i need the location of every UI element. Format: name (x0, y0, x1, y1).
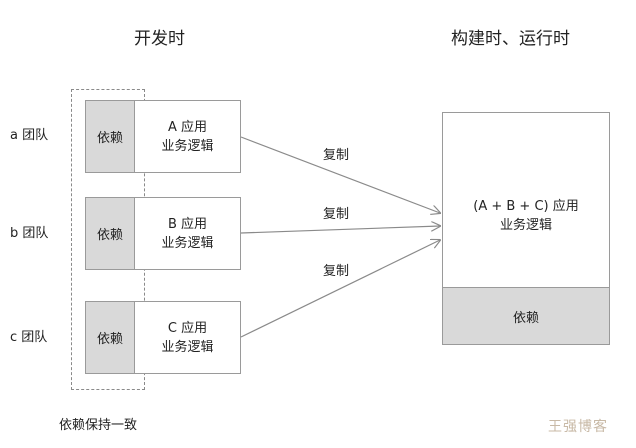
team-c-app-name: C 应用 (167, 320, 208, 336)
team-b-app-box: 依赖 B 应用 业务逻辑 (85, 197, 241, 270)
team-a-app-text: A 应用 业务逻辑 (135, 101, 240, 172)
team-a-dependency-cell: 依赖 (86, 101, 135, 172)
team-a-business-logic: 业务逻辑 (161, 138, 214, 154)
build-run-time-heading: 构建时、运行时 (451, 29, 570, 49)
dependency-consistency-caption: 依赖保持一致 (59, 418, 138, 433)
copy-label-b: 复制 (323, 207, 350, 222)
team-b-dependency-cell: 依赖 (86, 198, 135, 269)
team-b-business-logic: 业务逻辑 (161, 235, 214, 251)
merged-app-name: (A + B + C) 应用 (473, 199, 579, 214)
merged-business-logic: 业务逻辑 (499, 218, 552, 233)
team-b-label: b 团队 (10, 226, 49, 241)
team-a-label: a 团队 (10, 128, 49, 143)
copy-label-c: 复制 (323, 264, 350, 279)
merged-app-box: (A + B + C) 应用 业务逻辑 依赖 (442, 112, 610, 345)
dev-time-heading: 开发时 (134, 29, 185, 49)
team-c-app-box: 依赖 C 应用 业务逻辑 (85, 301, 241, 374)
copy-label-a: 复制 (323, 148, 350, 163)
team-a-app-box: 依赖 A 应用 业务逻辑 (85, 100, 241, 173)
team-b-app-text: B 应用 业务逻辑 (135, 198, 240, 269)
team-c-business-logic: 业务逻辑 (161, 339, 214, 355)
copy-arrow-b (240, 226, 440, 234)
team-a-app-name: A 应用 (167, 119, 208, 135)
copy-arrow-c (240, 240, 440, 338)
team-c-app-text: C 应用 业务逻辑 (135, 302, 240, 373)
team-c-dependency-cell: 依赖 (86, 302, 135, 373)
team-c-label: c 团队 (10, 330, 48, 345)
merged-dependency-cell: 依赖 (443, 287, 609, 344)
team-b-app-name: B 应用 (167, 216, 208, 232)
watermark: 王强博客 (548, 419, 608, 435)
merged-app-text: (A + B + C) 应用 业务逻辑 (443, 197, 609, 235)
